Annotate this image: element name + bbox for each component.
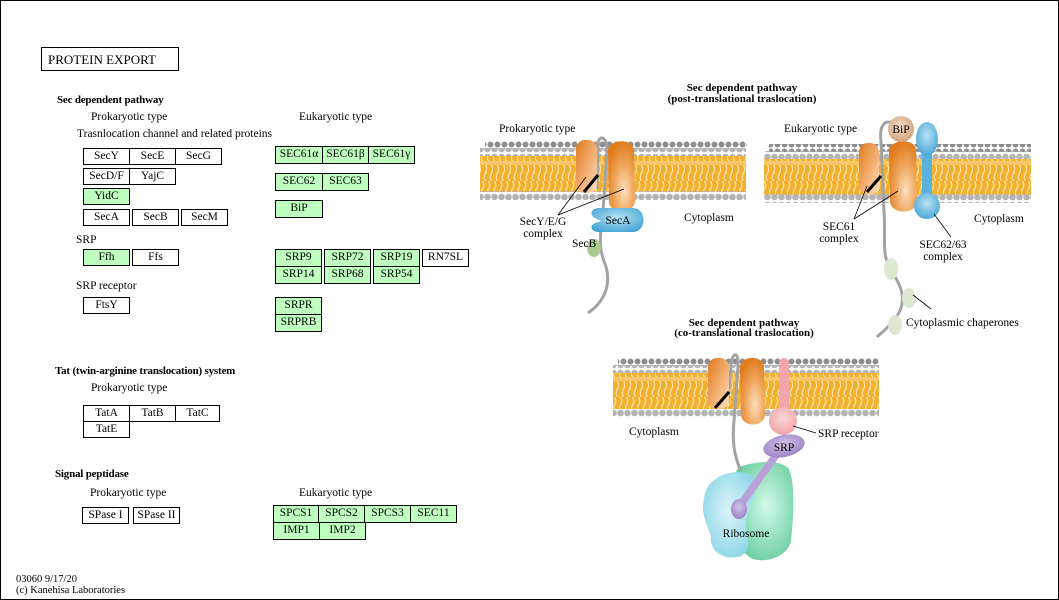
bip-label: BiP	[892, 124, 909, 136]
gene-box-srp72[interactable]: SRP72	[324, 249, 371, 267]
gene-box-spase-i[interactable]: SPase I	[82, 507, 129, 524]
gene-box-srp9[interactable]: SRP9	[275, 249, 322, 267]
gene-box-tatc[interactable]: TatC	[175, 405, 220, 422]
gene-box-sec63[interactable]: SEC63	[322, 173, 369, 191]
co-translational-title: Sec dependent pathway	[689, 317, 800, 329]
secyeg-right-subunit	[608, 141, 635, 212]
srp-label: SRP	[76, 234, 97, 246]
gene-box-secdf[interactable]: SecD/F	[83, 168, 130, 185]
post-translational-subtitle: (post-translational traslocation)	[668, 93, 817, 105]
translocation-channel-label: Trasnlocation channel and related protei…	[77, 128, 273, 140]
page-title: PROTEIN EXPORT	[41, 47, 179, 71]
gene-box-ffs[interactable]: Ffs	[132, 249, 179, 266]
srp-shape	[731, 434, 805, 519]
gene-box-rn7sl[interactable]: RN7SL	[422, 249, 469, 267]
sec61-complex-label-2: complex	[819, 233, 859, 245]
srp-receptor-label: SRP receptor	[76, 280, 137, 292]
post-translational-title: Sec dependent pathway	[687, 82, 798, 94]
tat-prokaryotic-label: Prokaryotic type	[91, 382, 168, 394]
sec-eukaryotic-label: Eukaryotic type	[299, 111, 373, 123]
sec61-left-subunit	[859, 143, 879, 195]
gene-box-sec61b[interactable]: SEC61β	[322, 146, 369, 164]
seca-label: SecA	[606, 215, 632, 227]
sec61-right-subunit	[889, 141, 917, 212]
sec61-left-subunit-co	[708, 358, 729, 409]
gene-box-sec61a[interactable]: SEC61α	[275, 146, 323, 164]
gene-box-srp68[interactable]: SRP68	[324, 266, 371, 284]
cytoplasmic-chaperones-label: Cytoplasmic chaperones	[906, 317, 1019, 329]
sec61-complex-label: SEC61	[823, 221, 856, 233]
gene-box-tatb[interactable]: TatB	[129, 405, 176, 422]
gene-box-tata[interactable]: TatA	[83, 405, 130, 422]
spase-prokaryotic-label: Prokaryotic type	[90, 487, 167, 499]
prokaryotic-cytoplasm-label: Cytoplasm	[684, 212, 734, 224]
gene-box-spase-ii[interactable]: SPase II	[133, 507, 180, 524]
signal-sequence-icon	[713, 391, 731, 409]
ribosome-small-subunit	[702, 472, 755, 558]
sec-pathway-heading: Sec dependent pathway	[57, 94, 164, 106]
gene-box-sec61g[interactable]: SEC61γ	[368, 146, 415, 164]
secyeg-complex-label: SecY/E/G	[520, 216, 567, 228]
gene-box-ftsy[interactable]: FtsY	[83, 297, 130, 314]
ribosome-exit-chain	[726, 353, 743, 472]
gene-box-srp19[interactable]: SRP19	[373, 249, 420, 267]
signal-peptidase-heading: Signal peptidase	[55, 468, 129, 480]
srp-label: SRP	[774, 442, 794, 454]
prokaryotic-polypeptide-chain	[587, 136, 610, 315]
bip-shape	[888, 116, 914, 142]
seca-shape	[591, 208, 644, 232]
eukaryotic-type-label: Eukaryotic type	[784, 123, 857, 135]
spase-eukaryotic-label: Eukaryotic type	[299, 487, 373, 499]
gene-box-secb[interactable]: SecB	[132, 209, 179, 226]
secb-shape	[587, 239, 601, 257]
sec62-63-complex-label-2: complex	[923, 251, 963, 263]
prokaryotic-type-label: Prokaryotic type	[499, 123, 575, 135]
sec62-63-complex-label: SEC62/63	[919, 239, 967, 251]
gene-box-srp54[interactable]: SRP54	[373, 266, 420, 284]
chaperone-shape	[888, 315, 902, 335]
co-cytoplasm-label: Cytoplasm	[629, 426, 679, 438]
gene-box-srprb[interactable]: SRPRB	[275, 314, 322, 332]
sec61-right-subunit-co	[740, 357, 765, 425]
gene-box-tate[interactable]: TatE	[83, 421, 130, 438]
gene-box-sece[interactable]: SecE	[129, 148, 176, 165]
gene-box-yajc[interactable]: YajC	[129, 168, 176, 185]
gene-box-secm[interactable]: SecM	[181, 209, 228, 226]
ribosome-label: Ribosome	[723, 528, 770, 540]
chaperone-shape	[902, 288, 916, 308]
gene-box-seca[interactable]: SecA	[83, 209, 130, 226]
gene-box-imp2[interactable]: IMP2	[319, 522, 366, 540]
gene-box-srpr[interactable]: SRPR	[275, 297, 322, 315]
gene-box-secg[interactable]: SecG	[175, 148, 222, 165]
map-id-date: 03060 9/17/20	[16, 574, 77, 585]
chaperone-shape	[884, 258, 898, 280]
gene-box-sec11[interactable]: SEC11	[410, 505, 457, 523]
sec-prokaryotic-label: Prokaryotic type	[91, 111, 168, 123]
gene-box-imp1[interactable]: IMP1	[273, 522, 320, 540]
srp-receptor-shape	[769, 358, 797, 435]
tat-system-heading: Tat (twin-arginine translocation) system	[55, 365, 236, 377]
gene-box-secy[interactable]: SecY	[83, 148, 130, 165]
gene-box-sec62[interactable]: SEC62	[275, 173, 323, 191]
gene-box-ffh[interactable]: Ffh	[83, 249, 130, 266]
eukaryotic-cytoplasm-label: Cytoplasm	[974, 213, 1024, 225]
signal-sequence-icon	[865, 175, 883, 193]
copyright: (c) Kanehisa Laboratories	[16, 585, 126, 596]
srp-receptor-label: SRP receptor	[818, 428, 879, 440]
secb-label: SecB	[572, 238, 597, 250]
gene-box-bip[interactable]: BiP	[275, 200, 323, 218]
secyeg-complex-label-2: complex	[523, 228, 563, 240]
signal-sequence-icon	[582, 174, 600, 193]
sec62-63-shape	[914, 122, 940, 219]
secyeg-left-subunit	[576, 140, 597, 193]
gene-box-spcs2[interactable]: SPCS2	[318, 505, 365, 523]
gene-box-spcs1[interactable]: SPCS1	[273, 505, 319, 523]
gene-box-spcs3[interactable]: SPCS3	[364, 505, 411, 523]
co-translational-subtitle: (co-translational traslocation)	[674, 327, 814, 339]
gene-box-yidc[interactable]: YidC	[83, 188, 130, 205]
gene-box-srp14[interactable]: SRP14	[275, 266, 322, 284]
